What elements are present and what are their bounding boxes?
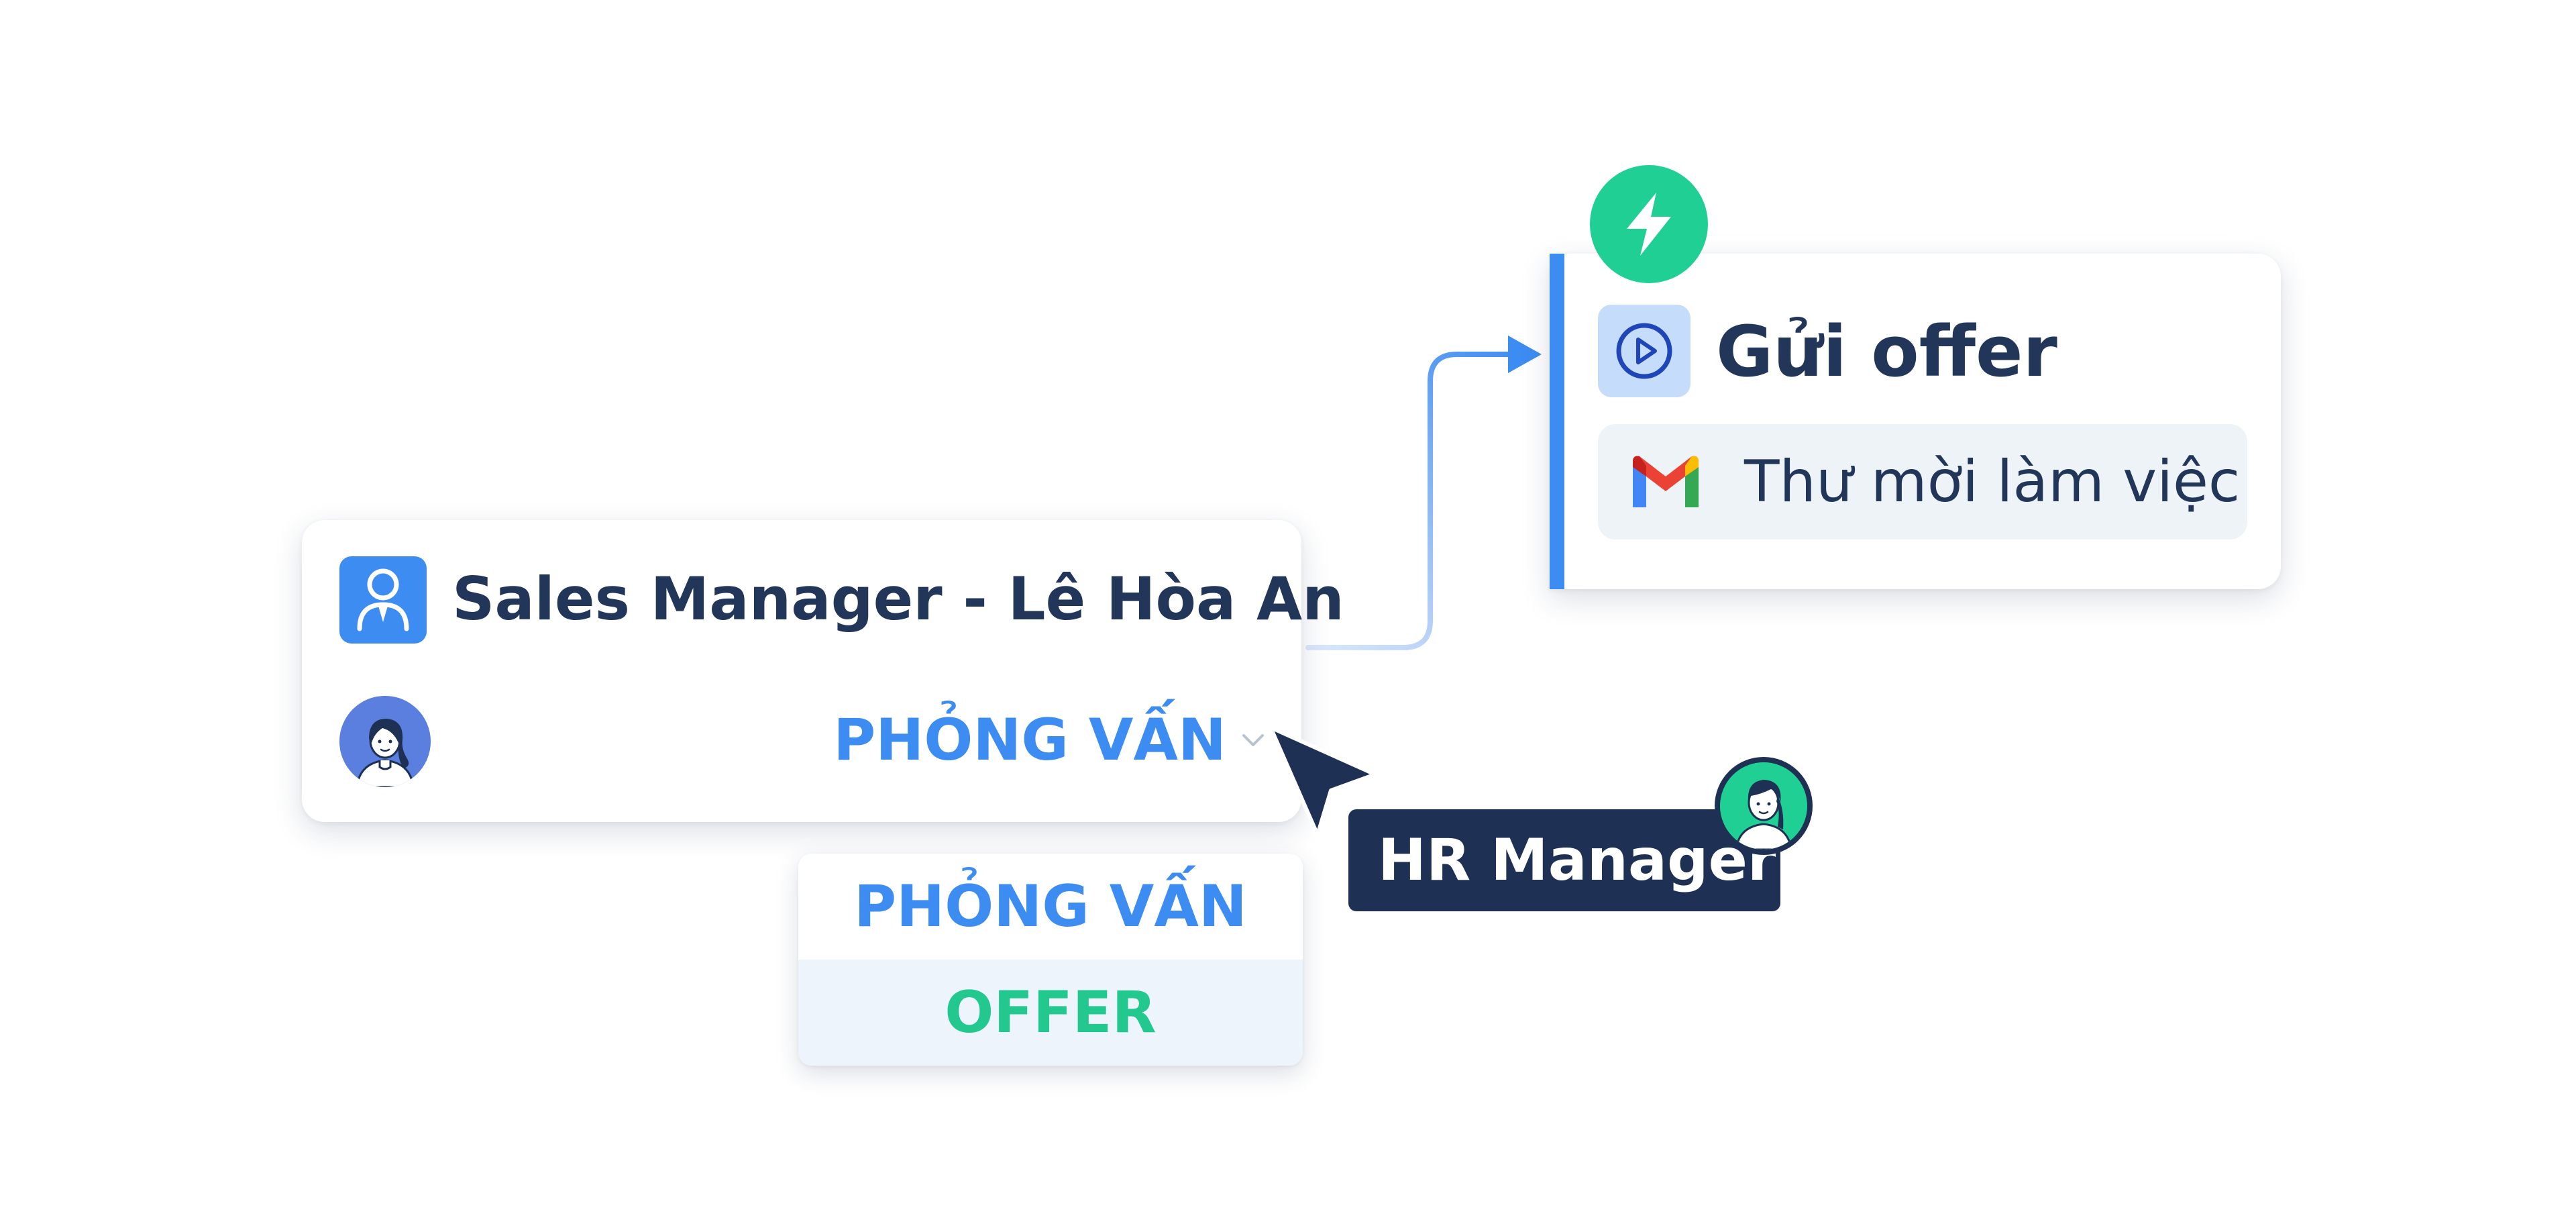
email-template-label: Thư mời làm việc: [1744, 448, 2241, 515]
hr-avatar: [1715, 757, 1813, 855]
candidate-card[interactable]: Sales Manager - Lê Hòa An PHỎNG VẤN: [302, 520, 1344, 822]
user-tag-label: HR Manager: [1378, 827, 1776, 894]
lightning-bolt-icon: [1590, 165, 1708, 283]
candidate-avatar: [339, 696, 431, 787]
gmail-icon: [1629, 452, 1703, 511]
chevron-down-icon: [1242, 734, 1264, 746]
action-card[interactable]: Gửi offer Thư mời làm việc: [1550, 254, 2281, 589]
action-title: Gửi offer: [1716, 311, 2057, 393]
play-circle-icon: [1598, 305, 1690, 397]
stage-select[interactable]: PHỎNG VẤN: [833, 700, 1268, 780]
dropdown-option-offer[interactable]: OFFER: [798, 960, 1303, 1066]
stage-dropdown: PHỎNG VẤN OFFER: [798, 854, 1303, 1066]
connector-arrowhead-icon: [1508, 336, 1542, 373]
user-tag: HR Manager: [1348, 809, 1780, 911]
dropdown-option-phong-van[interactable]: PHỎNG VẤN: [798, 854, 1303, 960]
stage-select-value: PHỎNG VẤN: [833, 707, 1226, 774]
cursor-arrow-icon: [1261, 721, 1389, 848]
candidate-title: Sales Manager - Lê Hòa An: [452, 564, 1344, 633]
person-badge-icon: [339, 556, 427, 644]
email-template-chip[interactable]: Thư mời làm việc: [1598, 424, 2247, 540]
